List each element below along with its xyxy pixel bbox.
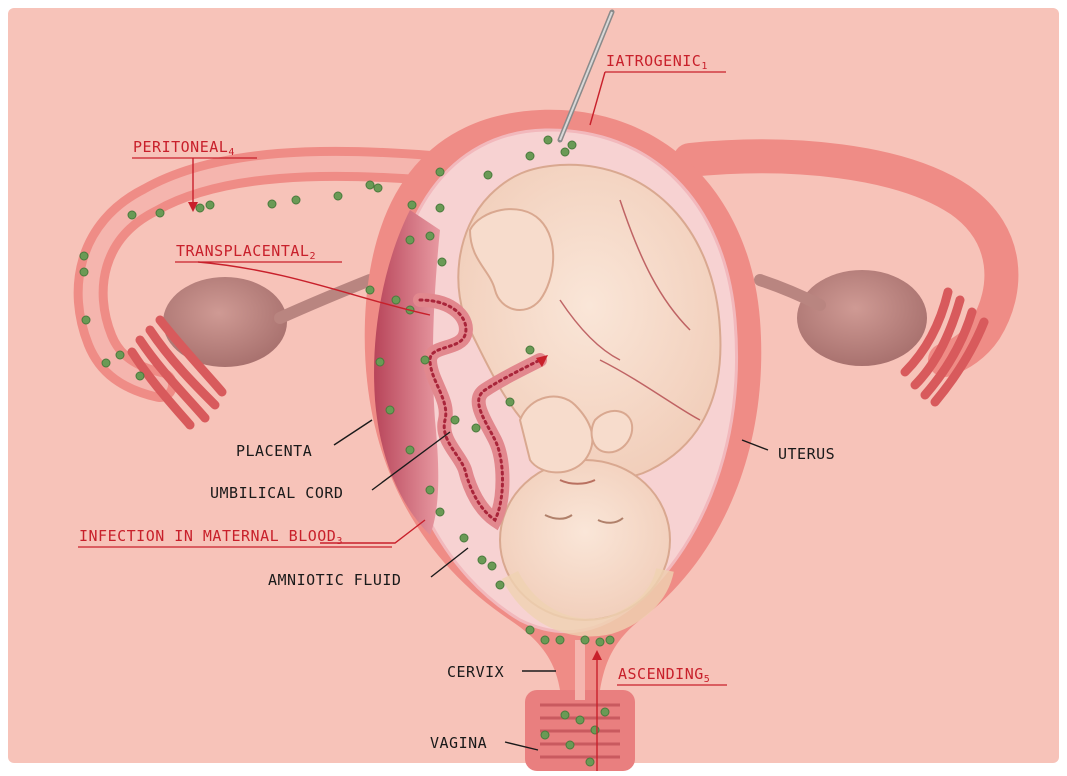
label-iatrogenic: IATROGENIC1 [606, 52, 708, 72]
label-transplacental: TRANSPLACENTAL2 [176, 242, 316, 262]
label-infection-maternal-blood: INFECTION IN MATERNAL BLOOD3 [79, 527, 343, 547]
label-placenta: PLACENTA [236, 442, 312, 460]
label-umbilical-cord: UMBILICAL CORD [210, 484, 343, 502]
label-peritoneal: PERITONEAL4 [133, 138, 235, 158]
label-amniotic-fluid: AMNIOTIC FLUID [268, 571, 401, 589]
label-ascending: ASCENDING5 [618, 665, 710, 685]
right-ovary [797, 270, 927, 366]
label-cervix: CERVIX [447, 663, 504, 681]
label-uterus: UTERUS [778, 445, 835, 463]
left-ovary [163, 277, 287, 367]
label-vagina: VAGINA [430, 734, 487, 752]
